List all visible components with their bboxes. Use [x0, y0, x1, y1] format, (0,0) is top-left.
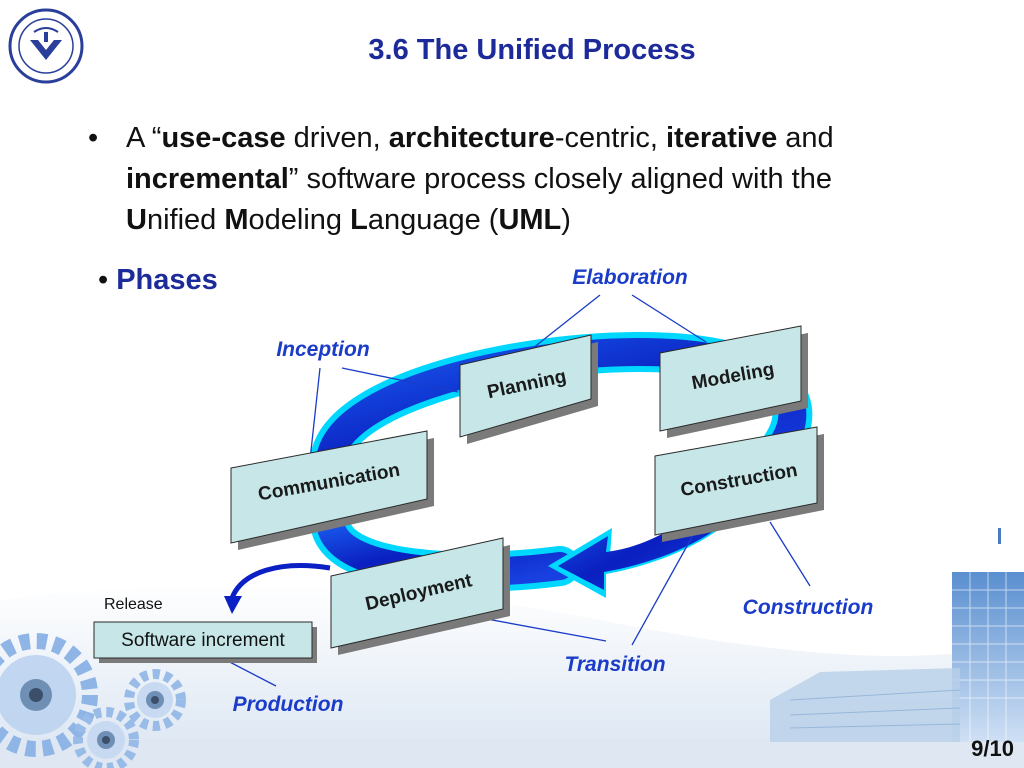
bullet-text: A “use-case driven, architecture-centric… — [126, 122, 834, 236]
gears-illustration — [0, 633, 186, 768]
activity-box-modeling: Modeling — [659, 325, 808, 438]
phase-connectors — [221, 294, 811, 687]
release-arrowhead — [224, 596, 242, 614]
bullet-phases-label: Phases — [116, 264, 218, 296]
phase-production-label: Production — [233, 693, 344, 716]
software-increment-label: Software increment — [121, 630, 285, 651]
phase-elaboration-label: Elaboration — [572, 266, 688, 289]
phase-inception-label: Inception — [276, 338, 369, 361]
software-increment-box: Software increment — [93, 621, 317, 663]
release-label: Release — [104, 596, 163, 613]
process-diagram: Communication Planning Modeling Construc… — [93, 266, 874, 716]
activity-box-deployment: Deployment — [330, 537, 510, 655]
page-number: 9/10 — [971, 736, 1014, 761]
slide-title: 3.6 The Unified Process — [368, 34, 696, 66]
phase-transition-label: Transition — [564, 653, 665, 676]
bullet-phases: • Phases — [98, 264, 218, 297]
building-illustration — [770, 528, 1024, 742]
university-logo — [8, 8, 84, 84]
bullet-dot: • — [88, 122, 99, 154]
release-arrow — [229, 563, 331, 600]
activity-box-communication: Communication — [230, 430, 434, 550]
phase-construction-label: Construction — [743, 596, 874, 619]
activity-box-construction: Construction — [654, 426, 824, 542]
activity-box-planning: Planning — [459, 334, 598, 444]
bullet-phases-dot: • — [98, 264, 109, 296]
